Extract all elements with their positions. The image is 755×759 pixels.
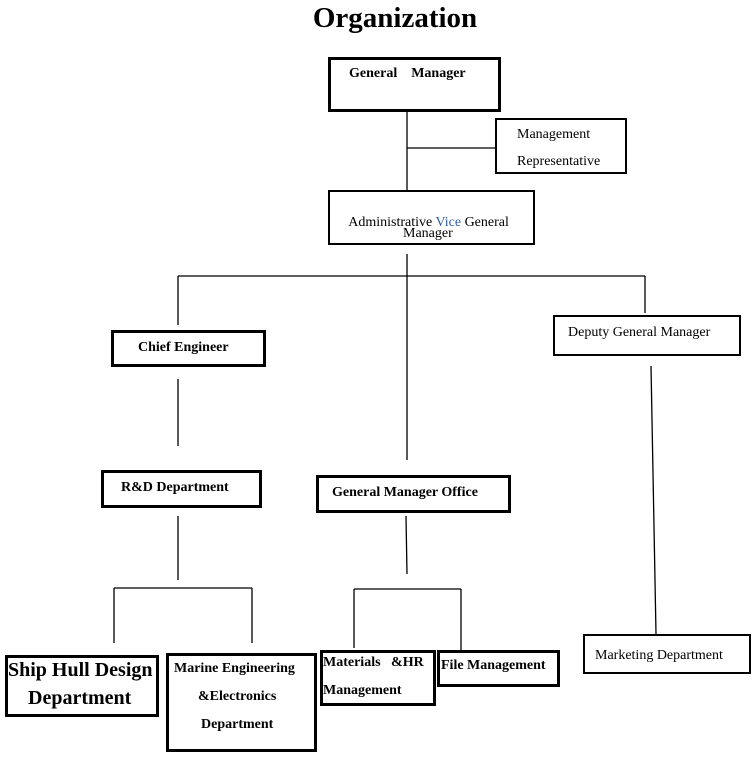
chief-engineer-label: Chief Engineer <box>138 340 229 355</box>
admin-vice-gm-box <box>328 190 535 245</box>
general-manager-label: General Manager <box>349 66 466 81</box>
marketing-department-label: Marketing Department <box>595 648 723 663</box>
materials-hr-line1: Materials &HR <box>323 655 424 670</box>
ship-hull-design-box <box>5 655 159 717</box>
gm-office-label: General Manager Office <box>332 485 478 500</box>
admin-vice-gm-part1: Administrative <box>348 215 436 230</box>
management-representative-line1: Management <box>517 127 591 142</box>
page-title: Organization <box>312 2 478 34</box>
marine-engineering-box <box>166 653 317 752</box>
materials-hr-line2: Management <box>323 683 402 698</box>
materials-hr-box <box>320 650 436 706</box>
marine-engineering-line3: Department <box>201 717 274 732</box>
marketing-department-box <box>583 634 751 674</box>
deputy-gm-box <box>553 315 741 356</box>
admin-vice-gm-part3: General <box>461 215 509 230</box>
file-management-label: File Management <box>441 658 546 673</box>
admin-vice-gm-line2: Manager <box>403 226 453 241</box>
chief-engineer-box <box>111 330 266 367</box>
admin-vice-gm-part2: Vice <box>435 215 462 230</box>
management-representative-box <box>495 118 627 174</box>
ship-hull-design-line2: Department <box>28 687 132 709</box>
deputy-gm-label: Deputy General Manager <box>568 325 711 340</box>
ship-hull-design-line1: Ship Hull Design <box>8 659 153 681</box>
marine-engineering-line1: Marine Engineering <box>174 661 295 676</box>
rd-department-box <box>101 470 262 508</box>
connector <box>405 515 408 575</box>
marine-engineering-line2: &Electronics <box>198 689 277 704</box>
management-representative-line2: Representative <box>517 154 601 169</box>
admin-vice-gm-line1: Administrative Vice General <box>342 199 509 231</box>
gm-office-box <box>316 475 511 513</box>
rd-department-label: R&D Department <box>121 480 229 495</box>
connector <box>650 365 657 635</box>
general-manager-box <box>328 57 501 112</box>
file-management-box <box>437 650 560 687</box>
